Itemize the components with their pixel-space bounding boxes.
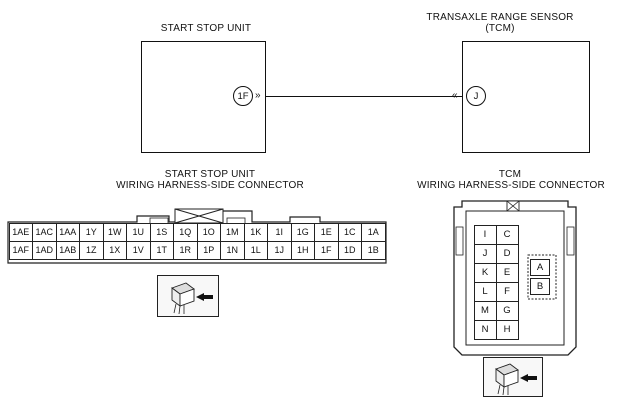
pin: 1K [243, 222, 268, 242]
pin: 1L [243, 240, 268, 260]
pin: 1AD [32, 240, 57, 260]
tcm-sub-label: (TCM) [485, 23, 515, 34]
pin: B [530, 278, 550, 295]
pin: M [473, 300, 497, 321]
tcm-connector-subtitle: WIRING HARNESS-SIDE CONNECTOR [417, 180, 605, 191]
pin: 1C [337, 222, 362, 242]
pin: 1AE [8, 222, 33, 242]
start-stop-connector-subtitle: WIRING HARNESS-SIDE CONNECTOR [116, 180, 304, 191]
pin: 1U [126, 222, 151, 242]
pin: J [473, 243, 497, 264]
connector-chevron-left: » [255, 90, 261, 101]
start-stop-unit-label: START STOP UNIT [160, 23, 252, 34]
pin: L [473, 281, 497, 302]
pin: D [495, 243, 519, 264]
terminal-j: J [466, 86, 486, 106]
pin: 1R [173, 240, 198, 260]
pin: 1AB [55, 240, 80, 260]
tcm-connector-title: TCM [498, 169, 522, 180]
pin: 1Q [173, 222, 198, 242]
pin: 1P [196, 240, 221, 260]
pin: K [473, 262, 497, 283]
pin: 1H [290, 240, 315, 260]
plug-insertion-icon [483, 357, 543, 397]
pin: A [530, 259, 550, 276]
pin: 1X [102, 240, 127, 260]
pin: 1S [149, 222, 174, 242]
pin: 1G [290, 222, 315, 242]
pin: 1W [102, 222, 127, 242]
pin: F [495, 281, 519, 302]
pin: 1O [196, 222, 221, 242]
start-stop-pin-grid: 1AE 1AC 1AA 1Y 1W 1U 1S 1Q 1O 1M 1K 1I 1… [8, 222, 386, 260]
pin: 1B [361, 240, 386, 260]
transaxle-range-sensor-label: TRANSAXLE RANGE SENSOR [426, 12, 574, 23]
pin: G [495, 300, 519, 321]
pin: 1AF [8, 240, 33, 260]
pin: H [495, 319, 519, 340]
terminal-1f: 1F [233, 86, 253, 106]
plug-insertion-icon [157, 275, 219, 317]
pin: 1J [267, 240, 292, 260]
pin: 1M [220, 222, 245, 242]
pin: 1Y [79, 222, 104, 242]
pin: 1I [267, 222, 292, 242]
pin: 1F [314, 240, 339, 260]
pin: 1Z [79, 240, 104, 260]
pin: 1A [361, 222, 386, 242]
pin: 1AA [55, 222, 80, 242]
tcm-pin-grid: I C J D K E L F M G N H [473, 224, 519, 340]
pin: E [495, 262, 519, 283]
pin: 1AC [32, 222, 57, 242]
pin: N [473, 319, 497, 340]
signal-wire [266, 96, 462, 97]
pin: C [495, 224, 519, 245]
pin: 1E [314, 222, 339, 242]
pin: 1D [337, 240, 362, 260]
connector-chevron-right: « [452, 90, 458, 101]
pin: I [473, 224, 497, 245]
pin: 1V [126, 240, 151, 260]
start-stop-connector-title: START STOP UNIT [164, 169, 256, 180]
pin: 1T [149, 240, 174, 260]
pin: 1N [220, 240, 245, 260]
